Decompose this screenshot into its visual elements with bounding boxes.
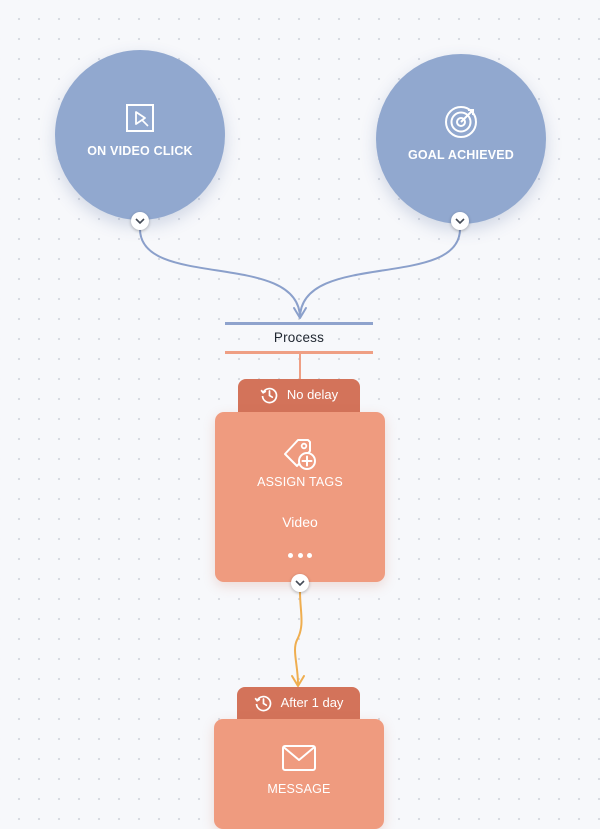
trigger-node-on-video-click[interactable]: ON VIDEO CLICK [55, 50, 225, 220]
process-label: Process [273, 330, 325, 345]
trigger-label: ON VIDEO CLICK [87, 144, 193, 158]
process-divider-bottom [225, 351, 373, 354]
connector-step1-to-step2 [294, 591, 303, 685]
delay-tab[interactable]: No delay [238, 379, 360, 413]
card-title: MESSAGE [267, 782, 331, 796]
connector-goal-to-process [299, 228, 461, 319]
trigger-node-goal-achieved[interactable]: GOAL ACHIEVED [376, 54, 546, 224]
card-subtitle: Video [282, 514, 318, 530]
chevron-down-icon[interactable] [291, 574, 309, 592]
tag-add-icon [284, 439, 316, 470]
action-card-message[interactable]: MESSAGE [214, 719, 384, 829]
delay-label: No delay [286, 387, 339, 402]
more-dots-icon[interactable] [288, 550, 312, 560]
chevron-down-icon[interactable] [131, 212, 149, 230]
connector-arrowhead [293, 307, 307, 319]
trigger-label: GOAL ACHIEVED [407, 148, 515, 162]
process-divider-top [225, 322, 373, 325]
connector-arrowhead [291, 675, 305, 687]
history-clock-icon [260, 387, 278, 403]
target-icon [445, 106, 477, 138]
delay-label: After 1 day [280, 695, 344, 710]
card-title: ASSIGN TAGS [257, 475, 343, 489]
history-clock-icon [254, 695, 271, 711]
action-card-assign-tags[interactable]: ASSIGN TAGS Video [215, 412, 385, 582]
envelope-icon [282, 745, 316, 771]
delay-tab[interactable]: After 1 day [237, 687, 360, 721]
connector-video-to-process [139, 228, 301, 319]
chevron-down-icon[interactable] [451, 212, 469, 230]
video-play-icon [126, 104, 154, 132]
